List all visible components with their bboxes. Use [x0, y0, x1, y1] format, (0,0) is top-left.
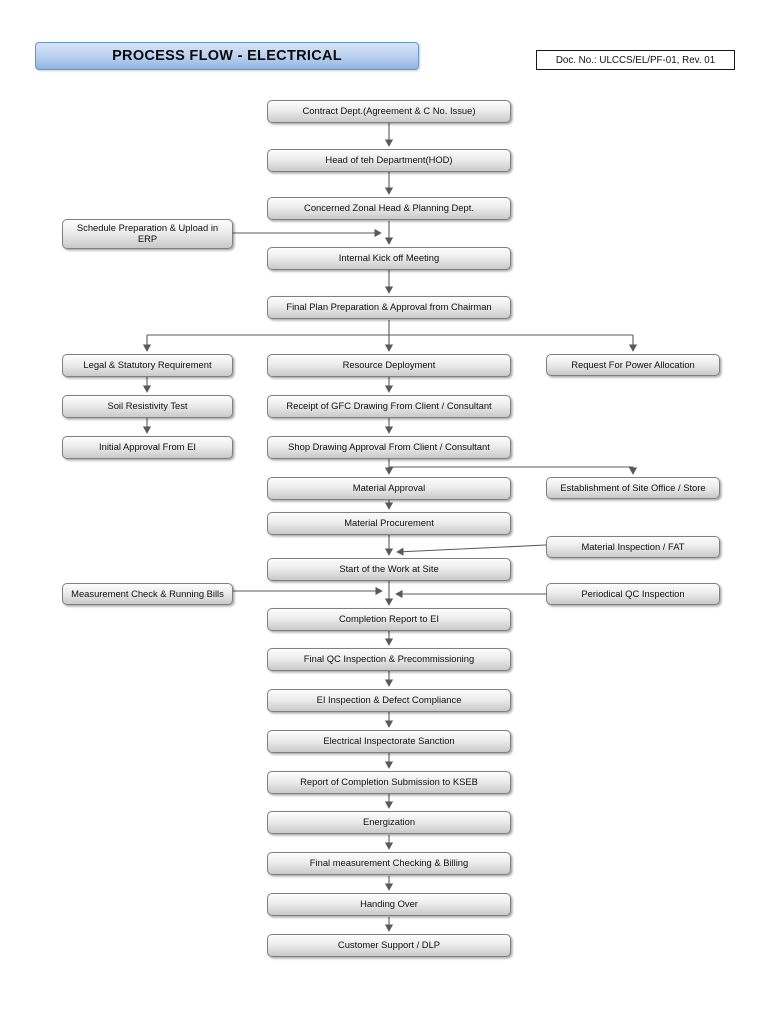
flow-node-completion-report-ei: Completion Report to EI [267, 608, 511, 631]
flow-node-final-measurement-billing: Final measurement Checking & Billing [267, 852, 511, 875]
doc-number: Doc. No.: ULCCS/EL/PF-01, Rev. 01 [536, 50, 735, 70]
flow-node-internal-kickoff: Internal Kick off Meeting [267, 247, 511, 270]
flow-node-energization: Energization [267, 811, 511, 834]
flow-node-material-inspection-fat: Material Inspection / FAT [546, 536, 720, 558]
flow-node-shop-drawing-approval: Shop Drawing Approval From Client / Cons… [267, 436, 511, 459]
flow-node-power-allocation: Request For Power Allocation [546, 354, 720, 376]
flow-node-material-procurement: Material Procurement [267, 512, 511, 535]
flow-node-head-of-department: Head of teh Department(HOD) [267, 149, 511, 172]
flow-node-ei-inspection-defect: EI Inspection & Defect Compliance [267, 689, 511, 712]
flow-node-material-approval: Material Approval [267, 477, 511, 500]
flow-node-schedule-erp: Schedule Preparation & Upload in ERP [62, 219, 233, 249]
flow-node-contract-dept: Contract Dept.(Agreement & C No. Issue) [267, 100, 511, 123]
flow-node-gfc-drawing-receipt: Receipt of GFC Drawing From Client / Con… [267, 395, 511, 418]
flow-node-initial-approval-ei: Initial Approval From EI [62, 436, 233, 459]
flow-node-handing-over: Handing Over [267, 893, 511, 916]
flow-node-final-qc-precommissioning: Final QC Inspection & Precommissioning [267, 648, 511, 671]
flow-node-measurement-running-bills: Measurement Check & Running Bills [62, 583, 233, 605]
flow-node-final-plan-approval: Final Plan Preparation & Approval from C… [267, 296, 511, 319]
flow-node-periodical-qc: Periodical QC Inspection [546, 583, 720, 605]
flow-node-legal-statutory: Legal & Statutory Requirement [62, 354, 233, 377]
flow-node-electrical-inspectorate-sanction: Electrical Inspectorate Sanction [267, 730, 511, 753]
flow-node-resource-deployment: Resource Deployment [267, 354, 511, 377]
flow-node-customer-support-dlp: Customer Support / DLP [267, 934, 511, 957]
flow-node-site-office-store: Establishment of Site Office / Store [546, 477, 720, 499]
flow-node-zonal-head-planning: Concerned Zonal Head & Planning Dept. [267, 197, 511, 220]
flow-node-start-of-work: Start of the Work at Site [267, 558, 511, 581]
flow-node-completion-submission-kseb: Report of Completion Submission to KSEB [267, 771, 511, 794]
flow-node-soil-resistivity: Soil Resistivity Test [62, 395, 233, 418]
page-title: PROCESS FLOW - ELECTRICAL [35, 42, 419, 70]
